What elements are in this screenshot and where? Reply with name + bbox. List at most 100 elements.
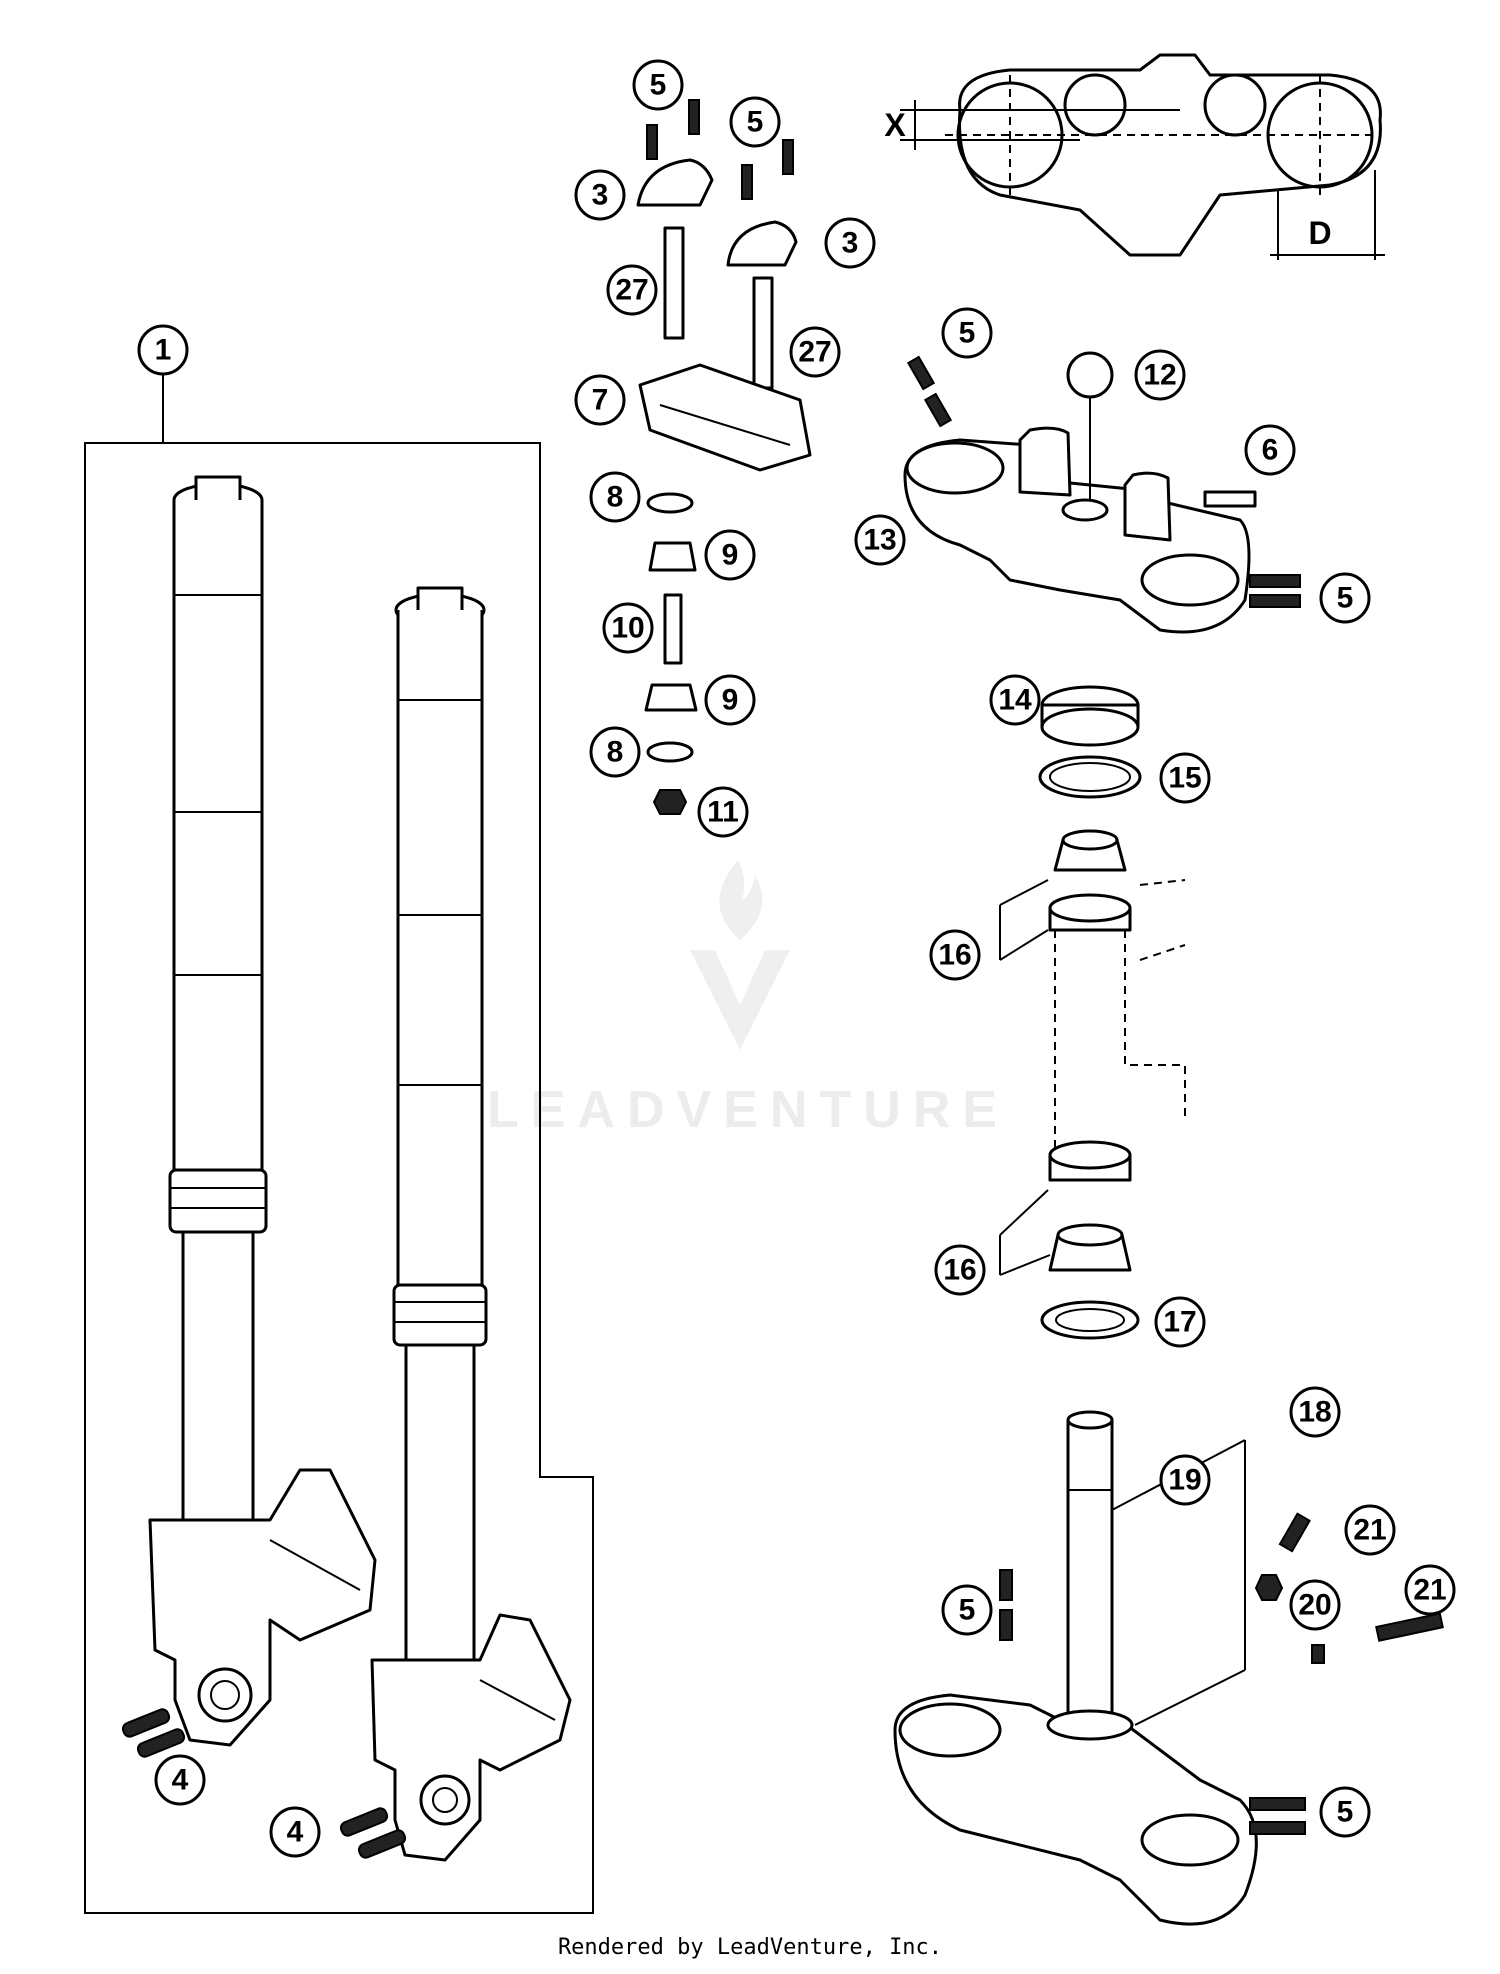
callout-9-b: 9 [704,674,756,726]
callout-16-a: 16 [929,929,981,981]
handlebar-clamp-group [636,99,812,815]
bolt-5d [782,139,794,175]
callout-4-a: 4 [154,1754,206,1806]
svg-text:5: 5 [1337,582,1354,615]
svg-text:12: 12 [1143,359,1176,392]
callout-21-b: 21 [1404,1564,1456,1616]
svg-text:27: 27 [615,274,648,307]
svg-text:5: 5 [1337,1796,1354,1829]
pinch-bolt-5d-a [1249,574,1301,588]
callout-5-lower-clamp: 5 [1319,1786,1371,1838]
fork-group-frame [84,442,594,1914]
svg-text:9: 9 [722,539,739,572]
callout-21-a: 21 [1344,1504,1396,1556]
bolt-5a [688,99,700,135]
axle-clamp-bolts-right [339,1807,407,1859]
bolt-5e-a [999,1569,1013,1601]
callout-17: 17 [1154,1296,1206,1348]
svg-text:10: 10 [611,612,644,645]
callout-19: 19 [1159,1454,1211,1506]
axle-clamp-bolts-left [121,1708,186,1758]
callout-6: 6 [1244,424,1296,476]
callout-7: 7 [574,374,626,426]
svg-text:16: 16 [938,939,971,972]
svg-text:21: 21 [1413,1574,1446,1607]
svg-text:15: 15 [1168,762,1201,795]
svg-text:4: 4 [172,1764,189,1797]
svg-text:4: 4 [287,1816,304,1849]
svg-text:8: 8 [607,736,624,769]
callout-27-b: 27 [789,326,841,378]
svg-text:9: 9 [722,684,739,717]
right-fork-leg [370,586,572,1862]
washer-20 [1311,1644,1325,1664]
callout-8-a: 8 [589,471,641,523]
callout-5-lower-stem: 5 [941,1584,993,1636]
svg-text:5: 5 [959,1594,976,1627]
bushing-9b [644,683,698,712]
callout-4-b: 4 [269,1806,321,1858]
seal-17 [1040,1300,1140,1340]
callout-1: 1 [137,324,189,376]
callout-12: 12 [1134,349,1186,401]
svg-text:17: 17 [1163,1306,1196,1339]
callout-11: 11 [697,786,749,838]
svg-text:13: 13 [863,524,896,557]
bolt-5b [646,124,658,160]
callout-3-a: 3 [574,169,626,221]
bushing-9a [648,541,697,572]
svg-text:27: 27 [798,336,831,369]
svg-text:7: 7 [592,384,609,417]
clamp-cap-a [636,158,714,207]
footer-credit: Rendered by LeadVenture, Inc. [557,1935,943,1960]
callout-5-upper-clamp-a: 5 [941,307,993,359]
long-bolt-27a [663,226,685,340]
long-bolt-27b [752,276,774,390]
top-nut-12 [1066,351,1114,399]
clamp-cap-b [726,220,798,267]
callout-3-b: 3 [824,217,876,269]
svg-text:14: 14 [998,684,1032,717]
pinch-bolt-5d-b [1249,594,1301,608]
svg-text:19: 19 [1168,1464,1201,1497]
steering-bearing-stack [999,685,1186,1340]
left-fork-leg [148,475,377,1747]
callout-16-b: 16 [934,1244,986,1296]
svg-text:20: 20 [1298,1589,1331,1622]
callout-8-b: 8 [589,726,641,778]
callout-13: 13 [854,514,906,566]
bolt-5c-b [923,392,953,428]
bolt-5c [741,164,753,200]
callout-14: 14 [989,674,1041,726]
bolt-5c-a [906,355,936,391]
svg-text:11: 11 [707,796,739,829]
bolt-21b [1375,1612,1444,1642]
lower-triple-clamp [893,1410,1444,1926]
svg-text:3: 3 [842,227,859,260]
svg-text:5: 5 [959,317,976,350]
dimension-x-label: X [884,107,906,143]
svg-text:1: 1 [155,334,172,367]
svg-text:16: 16 [943,1254,976,1287]
callout-27-a: 27 [606,264,658,316]
upper-triple-clamp [903,351,1301,634]
bolt-5e-b [999,1609,1013,1641]
svg-text:5: 5 [747,106,764,139]
svg-text:6: 6 [1262,434,1279,467]
fork-assembly [84,375,594,1914]
callout-10: 10 [602,602,654,654]
lower-clamp-7 [638,363,812,472]
top-clamp-dimension-view: X D [884,53,1385,260]
watermark-text: LEADVENTURE [487,1081,1009,1139]
callout-20: 20 [1289,1579,1341,1631]
pinch-bolt-5f-b [1249,1821,1306,1835]
svg-text:18: 18 [1298,1396,1331,1429]
leadventure-watermark: LEADVENTURE [487,860,1009,1139]
pinch-bolt-6 [1203,490,1257,508]
callout-15: 15 [1159,752,1211,804]
callout-5-top-a: 5 [632,59,684,111]
nut-20 [1254,1574,1284,1601]
callout-5-top-b: 5 [729,96,781,148]
svg-text:21: 21 [1353,1514,1386,1547]
spacer-10 [663,593,683,665]
